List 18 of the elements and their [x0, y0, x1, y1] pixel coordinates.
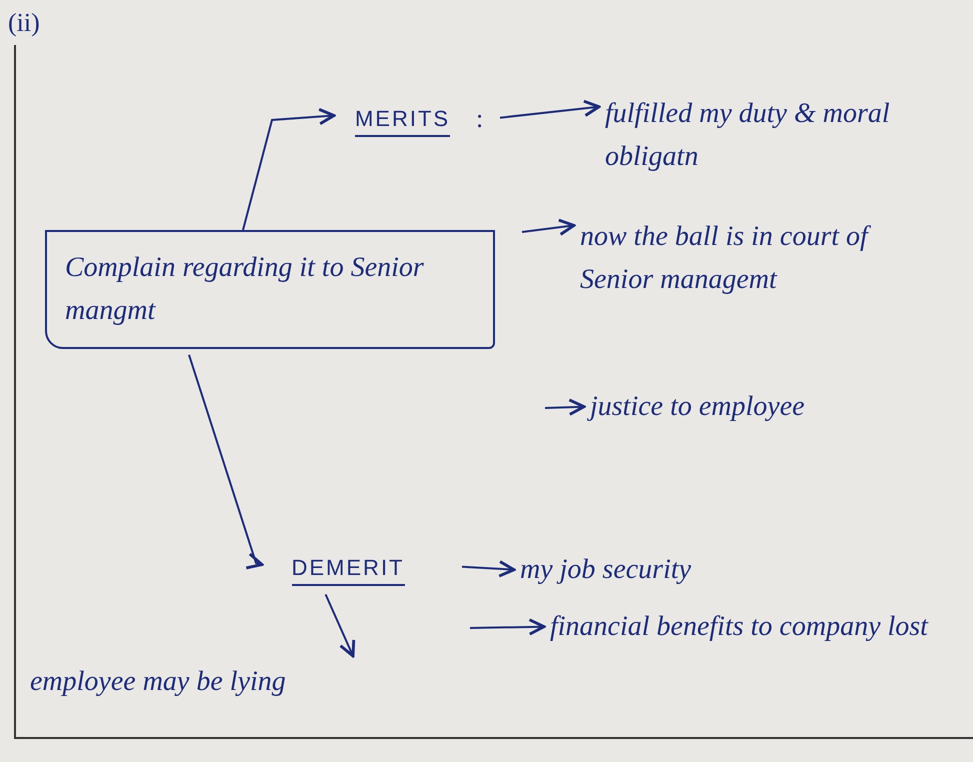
section-number: (ii)	[8, 8, 40, 38]
heading-text: MERITS	[354, 106, 450, 137]
arrow	[462, 560, 516, 578]
note-text: my job security	[520, 554, 692, 585]
note-text: fulfilled my duty & moral obligatn	[605, 98, 890, 172]
arrow	[242, 108, 336, 230]
note-text: financial benefits to company lost	[550, 611, 928, 642]
heading-text: DEMERIT	[292, 555, 404, 586]
note-text: Complain regarding it to Senior mangmt	[65, 252, 424, 326]
arrow	[500, 100, 600, 119]
arrow	[470, 618, 546, 636]
arrow	[188, 354, 264, 570]
note-text: employee may be lying	[30, 666, 286, 697]
process-box	[45, 230, 495, 349]
colon-mark: :	[476, 104, 484, 134]
arrow	[522, 218, 576, 236]
arrow	[324, 594, 356, 658]
arrow	[544, 398, 586, 416]
